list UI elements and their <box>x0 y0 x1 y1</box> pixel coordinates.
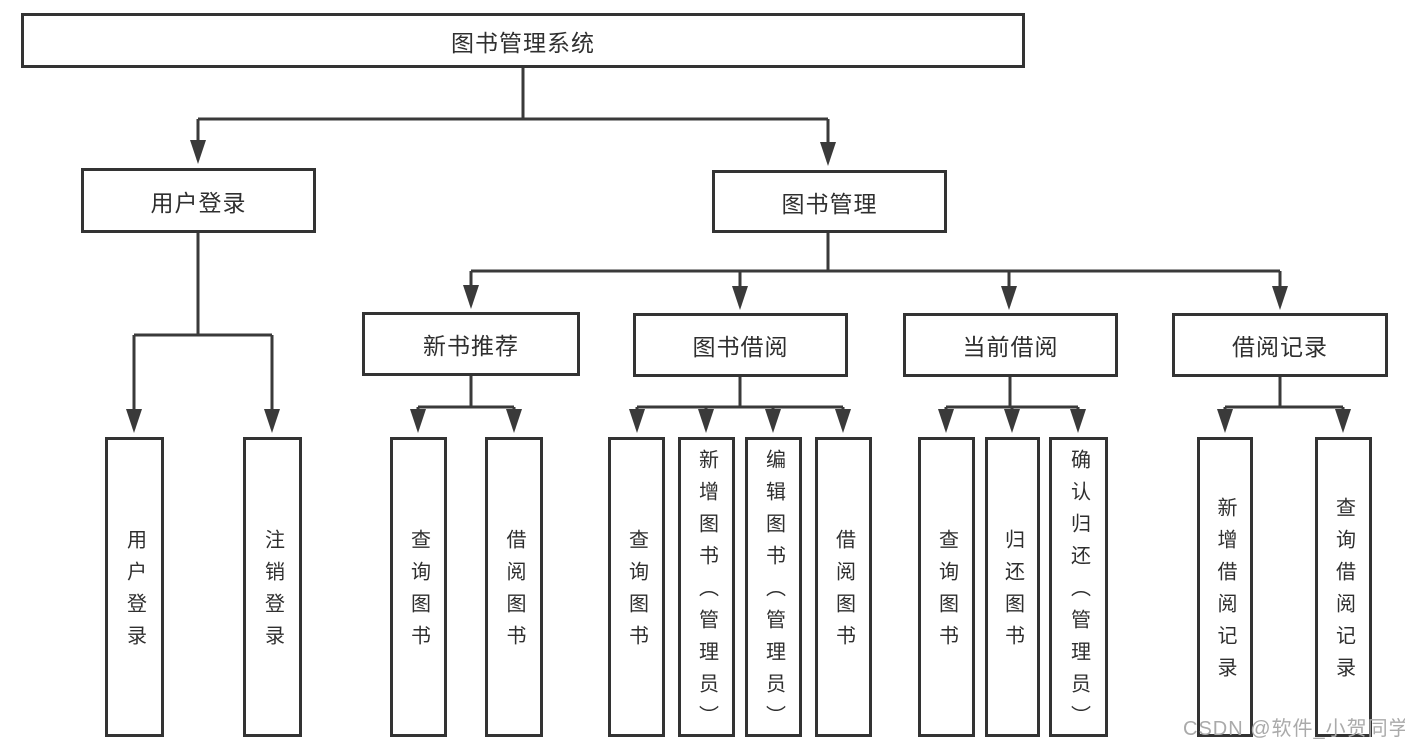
leaf-query-borrow-record-label: 查询借阅记录 <box>1332 497 1355 689</box>
csdn-watermark: CSDN @软件_小贺同学 <box>1183 718 1405 740</box>
leaf-add-books-admin: 新增图书（管理员） <box>678 437 735 737</box>
node-current-borrow-label: 当前借阅 <box>962 334 1059 360</box>
node-user-login: 用户登录 <box>81 168 316 233</box>
leaf-query-books-3: 查询图书 <box>918 437 975 737</box>
node-current-borrow: 当前借阅 <box>903 313 1118 377</box>
leaf-query-books-1-label: 查询图书 <box>407 529 430 657</box>
node-user-login-label: 用户登录 <box>150 189 247 216</box>
leaf-query-borrow-record: 查询借阅记录 <box>1315 437 1372 737</box>
leaf-return-books: 归还图书 <box>985 437 1040 737</box>
leaf-edit-books-admin: 编辑图书（管理员） <box>745 437 802 737</box>
leaf-query-books-2: 查询图书 <box>608 437 665 737</box>
leaf-add-borrow-record: 新增借阅记录 <box>1197 437 1253 737</box>
node-book-borrow: 图书借阅 <box>633 313 848 377</box>
leaf-confirm-return-admin: 确认归还（管理员） <box>1049 437 1108 737</box>
node-borrow-records-label: 借阅记录 <box>1232 334 1328 360</box>
leaf-query-books-1: 查询图书 <box>390 437 447 737</box>
leaf-borrow-books-1: 借阅图书 <box>485 437 543 737</box>
leaf-return-books-label: 归还图书 <box>1001 529 1024 657</box>
node-new-book-recommend-label: 新书推荐 <box>423 333 519 359</box>
leaf-borrow-books-2-label: 借阅图书 <box>832 529 855 657</box>
leaf-borrow-books-2: 借阅图书 <box>815 437 872 737</box>
leaf-add-books-admin-label: 新增图书（管理员） <box>695 449 718 737</box>
leaf-user-login: 用户登录 <box>105 437 164 737</box>
node-book-borrow-label: 图书借阅 <box>692 334 789 360</box>
node-book-management: 图书管理 <box>712 170 947 233</box>
leaf-logout-label: 注销登录 <box>261 529 284 657</box>
leaf-query-books-3-label: 查询图书 <box>935 529 958 657</box>
leaf-edit-books-admin-label: 编辑图书（管理员） <box>762 449 785 737</box>
leaf-query-books-2-label: 查询图书 <box>625 529 648 657</box>
leaf-add-borrow-record-label: 新增借阅记录 <box>1214 497 1236 689</box>
node-root-system-label: 图书管理系统 <box>451 29 595 56</box>
leaf-user-login-label: 用户登录 <box>123 529 146 657</box>
leaf-logout: 注销登录 <box>243 437 302 737</box>
node-borrow-records: 借阅记录 <box>1172 313 1388 377</box>
node-new-book-recommend: 新书推荐 <box>362 312 580 376</box>
node-book-management-label: 图书管理 <box>781 190 878 217</box>
leaf-borrow-books-1-label: 借阅图书 <box>503 529 525 657</box>
leaf-confirm-return-admin-label: 确认归还（管理员） <box>1067 449 1090 737</box>
node-root-system: 图书管理系统 <box>21 13 1025 68</box>
